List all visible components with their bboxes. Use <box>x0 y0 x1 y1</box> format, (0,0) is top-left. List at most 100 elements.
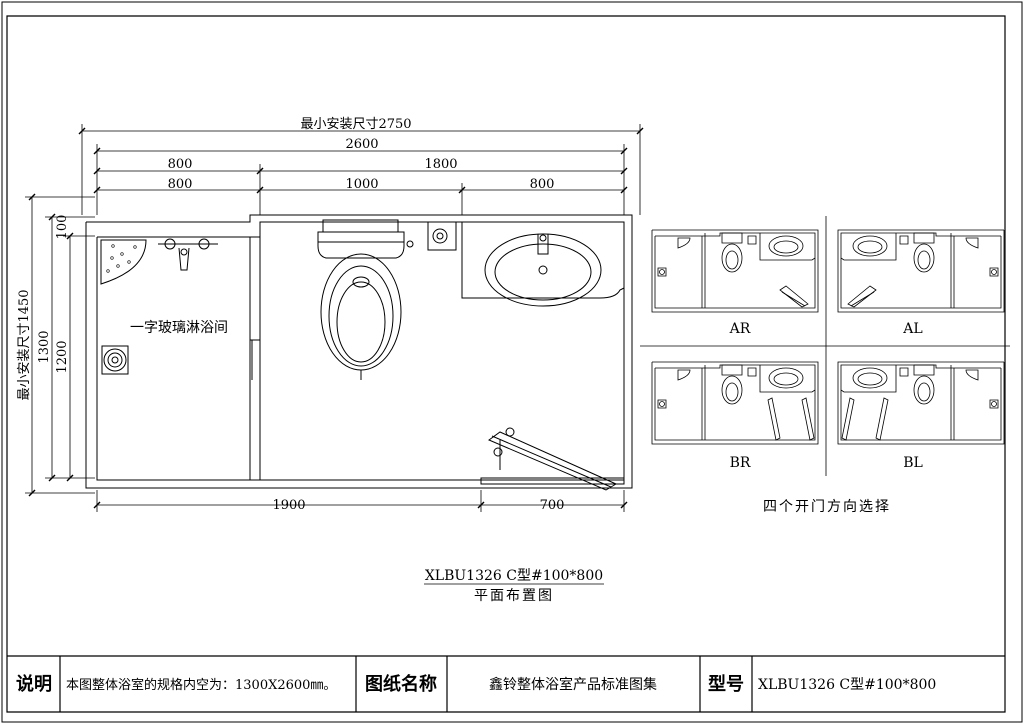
dim-mid-center: 1000 <box>345 177 378 192</box>
thumb-ar-door <box>780 286 808 307</box>
thumb-ar-inner <box>655 233 815 308</box>
thumb-ar-basin-inner <box>774 241 798 253</box>
thumb-al-counter <box>841 233 896 260</box>
plan-title: 平面布置图 <box>474 588 554 604</box>
bathroom-plan <box>86 215 632 490</box>
thumb-al-drain-ring <box>992 270 997 275</box>
dim-total-width: 2600 <box>345 137 378 152</box>
title-block-model-value: XLBU1326 C型#100*800 <box>758 677 936 693</box>
thumb-br-shelf <box>678 370 690 380</box>
thumb-br-toilet-seat <box>726 383 738 401</box>
thumb-br-drain <box>658 400 666 408</box>
thumb-al-basin-inner <box>858 241 882 253</box>
dim-min-install-width: 最小安装尺寸2750 <box>300 117 411 132</box>
thumb-ar-drain <box>658 268 666 276</box>
thumb-bl-door2 <box>876 398 888 440</box>
thumb-al-outer <box>838 230 1004 312</box>
thumb-ar-counter <box>760 233 815 260</box>
dim-height-1300: 1300 <box>37 330 52 363</box>
toilet <box>318 220 413 380</box>
thumb-br <box>652 362 818 444</box>
thumb-br-basin <box>769 368 803 388</box>
thumb-al-drain <box>990 268 998 276</box>
label-glass-shower: 一字玻璃淋浴间 <box>130 319 228 336</box>
thumb-br-inner <box>655 365 815 440</box>
thumb-bl-tank <box>914 365 934 375</box>
dim-top-left: 800 <box>168 157 193 172</box>
thumb-ar-wall-drain <box>748 236 756 244</box>
dim-bottom-left: 1900 <box>272 498 305 513</box>
thumb-bl-outer <box>838 362 1004 444</box>
door-option-br: BR <box>730 455 751 471</box>
thumb-ar-door-line <box>782 292 805 306</box>
thumb-bl-basin <box>853 368 887 388</box>
title-block-notes-label: 说明 <box>16 673 52 695</box>
dim-height-1200: 1200 <box>55 340 70 373</box>
title-block <box>7 656 1005 712</box>
thumb-al-tank <box>914 233 934 243</box>
door-option-al: AL <box>902 321 922 337</box>
thumb-br-outer <box>652 362 818 444</box>
thumb-bl-door <box>842 398 854 440</box>
thumb-bl <box>838 362 1004 444</box>
thumb-al-wall-drain <box>900 236 908 244</box>
title-block-drawing-name-label: 图纸名称 <box>365 673 437 695</box>
thumb-br-counter <box>760 365 815 392</box>
thumb-al-basin <box>853 236 887 256</box>
floor-drain <box>102 346 128 374</box>
inner-wall <box>97 222 624 480</box>
sheet-inner-border <box>7 16 1005 712</box>
thumb-bl-basin-inner <box>858 373 882 385</box>
thumb-br-basin-inner <box>774 373 798 385</box>
wash-basin <box>485 234 601 306</box>
dim-min-install-height: 最小安装尺寸1450 <box>17 289 32 400</box>
dim-bottom-right: 700 <box>540 498 565 513</box>
thumb-bl-toilet-bowl <box>914 376 934 404</box>
thumb-ar <box>652 230 818 312</box>
thumb-al <box>838 230 1004 312</box>
thumb-ar-drain-ring <box>660 270 665 275</box>
shower-valve <box>158 239 218 270</box>
dimension-ticks <box>29 128 643 508</box>
thumb-br-tank <box>722 365 742 375</box>
door-options-caption: 四个开门方向选择 <box>763 499 891 515</box>
thumb-bl-toilet-seat <box>918 383 930 401</box>
thumb-br-drain-ring <box>660 402 665 407</box>
thumb-al-toilet-seat <box>918 251 930 269</box>
title-block-model-label: 型号 <box>708 673 744 695</box>
corner-shelf <box>101 240 146 284</box>
thumb-ar-basin <box>769 236 803 256</box>
dimension-lines <box>25 124 640 512</box>
thumb-bl-drain-ring <box>992 402 997 407</box>
title-block-notes-text: 本图整体浴室的规格内空为：1300X2600㎜。 <box>66 677 336 693</box>
thumb-ar-outer <box>652 230 818 312</box>
wall-drain <box>428 222 456 250</box>
dim-mid-right: 800 <box>530 177 555 192</box>
title-block-drawing-name: 鑫铃整体浴室产品标准图集 <box>489 676 657 693</box>
thumb-ar-toilet-bowl <box>722 244 742 272</box>
thumb-bl-inner <box>841 365 1001 440</box>
thumb-ar-toilet-seat <box>726 251 738 269</box>
thumb-bl-wall-drain <box>900 368 908 376</box>
door-option-bl: BL <box>903 455 923 471</box>
thumb-al-inner <box>841 233 1001 308</box>
thumb-bl-shelf <box>966 370 978 380</box>
dim-top-right: 1800 <box>424 157 457 172</box>
thumb-br-door2 <box>768 398 780 440</box>
thumb-ar-shelf <box>678 238 690 248</box>
dim-mid-left: 800 <box>168 177 193 192</box>
model-title: XLBU1326 C型#100*800 <box>425 568 603 584</box>
thumb-al-door <box>848 286 876 307</box>
shower-door <box>481 428 624 490</box>
thumb-al-toilet-bowl <box>914 244 934 272</box>
outer-wall <box>86 215 632 488</box>
vanity-counter <box>462 222 624 298</box>
thumb-br-door <box>802 398 814 440</box>
thumb-al-door-line <box>851 292 874 306</box>
thumb-ar-tank <box>722 233 742 243</box>
thumb-br-wall-drain <box>748 368 756 376</box>
thumb-bl-counter <box>841 365 896 392</box>
thumb-br-toilet-bowl <box>722 376 742 404</box>
